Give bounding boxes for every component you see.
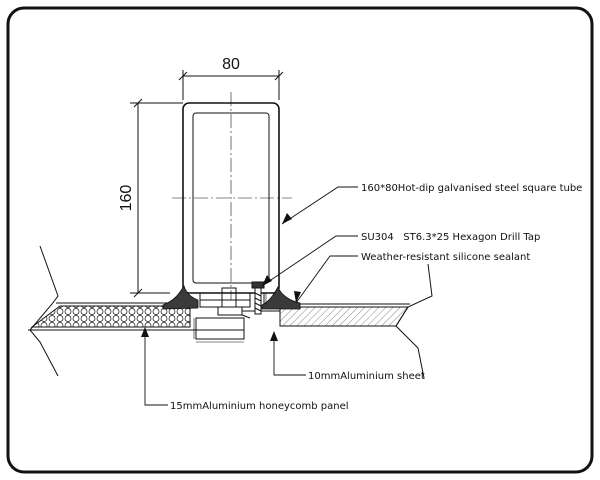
sealant-left <box>162 285 199 310</box>
joint-bracket <box>195 287 280 340</box>
joint-dimension-ticks <box>193 293 267 343</box>
label-sealant: Weather-resistant silicone sealant <box>361 252 530 263</box>
honeycomb-panel <box>28 245 196 377</box>
height-dimension-text: 160 <box>118 185 135 212</box>
label-drill-tap: SU304 ST6.3*25 Hexagon Drill Tap <box>361 232 540 243</box>
leaders <box>144 186 358 406</box>
width-dimension-text: 80 <box>222 56 240 73</box>
drill-tap-screw <box>251 281 265 315</box>
label-steel-tube: 160*80Hot-dip galvanised steel square tu… <box>361 183 582 194</box>
drawing-frame <box>6 6 594 474</box>
leader-arrowheads <box>141 213 301 341</box>
label-aluminium-sheet: 10mmAluminium sheet <box>308 371 425 382</box>
sealant-right <box>261 286 301 310</box>
steel-square-tube <box>172 92 292 300</box>
height-dimension <box>130 98 183 298</box>
width-dimension <box>178 70 284 100</box>
label-honeycomb-panel: 15mmAluminium honeycomb panel <box>170 401 349 412</box>
